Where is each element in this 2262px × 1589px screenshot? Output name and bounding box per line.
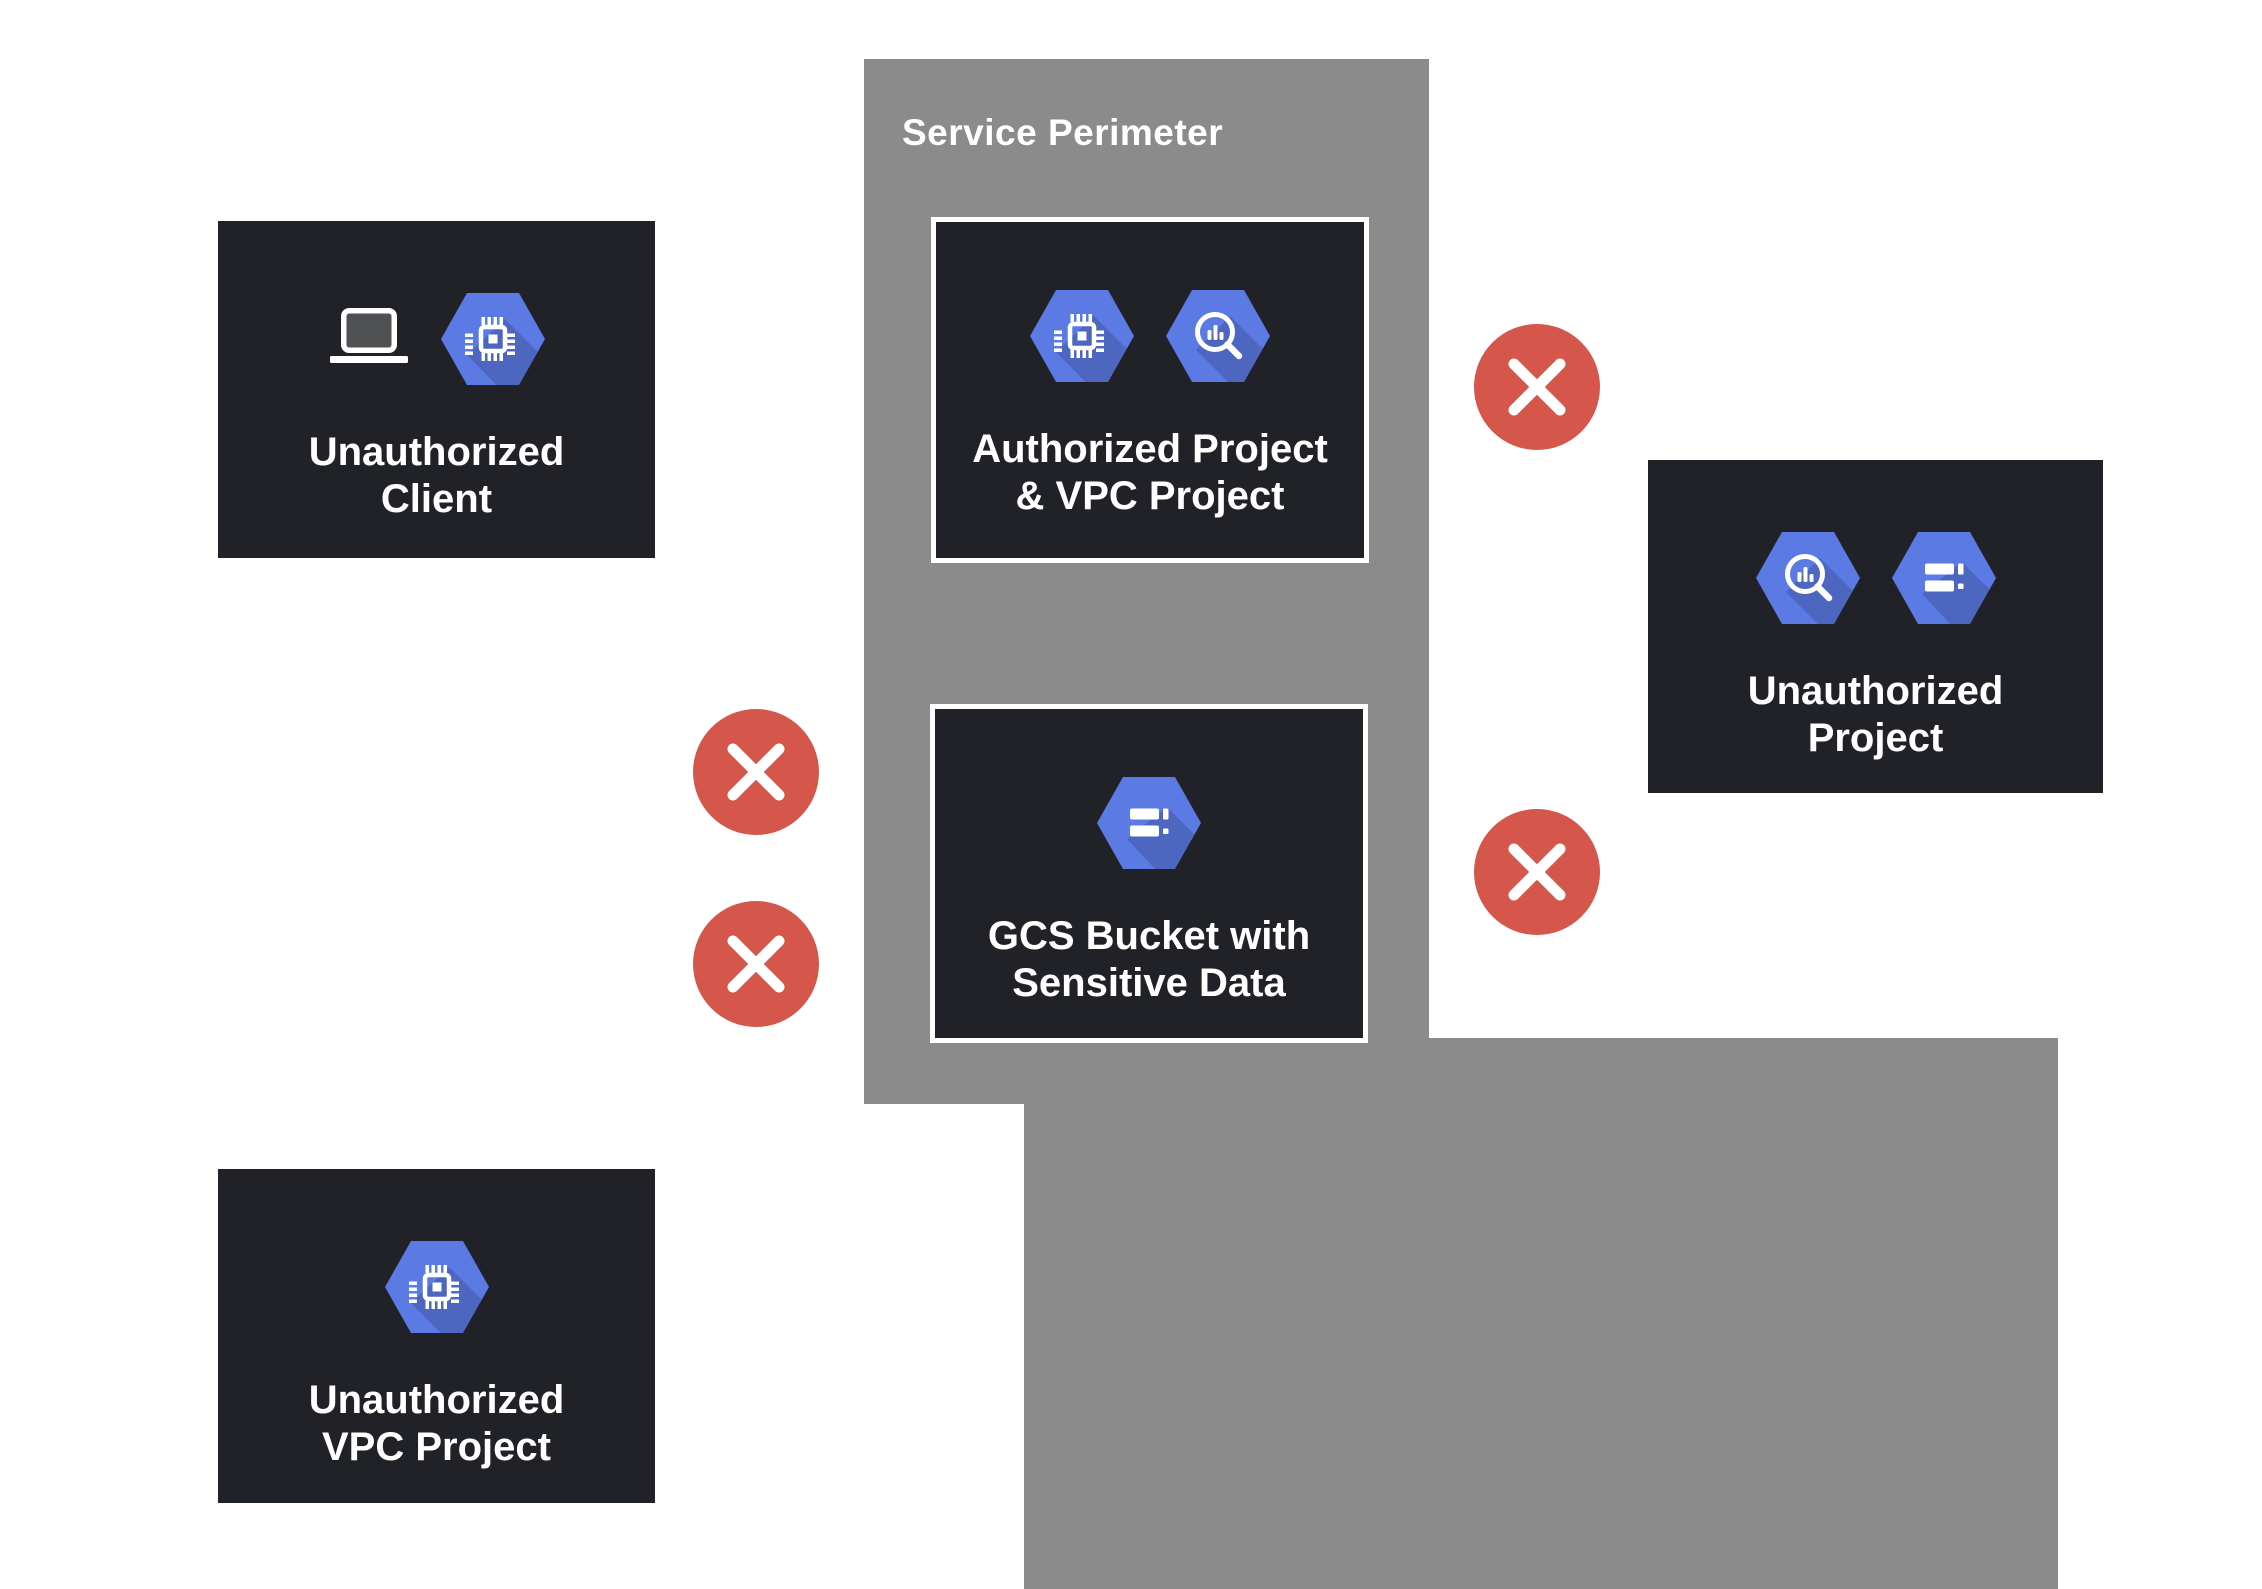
node-gcs-bucket: GCS Bucket with Sensitive Data — [930, 704, 1368, 1043]
node-label: Unauthorized VPC Project — [308, 1378, 565, 1469]
compute-engine-icon — [441, 293, 545, 385]
cloud-storage-icon — [1097, 777, 1201, 869]
blocked-x-icon — [693, 709, 819, 835]
node-label: Unauthorized Client — [308, 430, 565, 521]
node-unauthorized-client: Unauthorized Client — [218, 221, 655, 558]
node-icons — [1756, 532, 1996, 624]
node-icons — [329, 293, 545, 385]
compute-engine-icon — [385, 1241, 489, 1333]
service-perimeter-extension — [1024, 1038, 2058, 1589]
blocked-x-icon — [1474, 809, 1600, 935]
bigquery-icon — [1756, 532, 1860, 624]
node-label: Unauthorized Project — [1747, 669, 2004, 760]
laptop-icon — [329, 308, 409, 370]
service-perimeter-label: Service Perimeter — [902, 112, 1224, 153]
node-label: Authorized Project & VPC Project — [972, 427, 1328, 518]
node-unauthorized-vpc-project: Unauthorized VPC Project — [218, 1169, 655, 1503]
compute-engine-icon — [1030, 290, 1134, 382]
node-icons — [385, 1241, 489, 1333]
node-label: GCS Bucket with Sensitive Data — [987, 914, 1311, 1005]
bigquery-icon — [1166, 290, 1270, 382]
blocked-x-icon — [1474, 324, 1600, 450]
node-icons — [1097, 777, 1201, 869]
blocked-x-icon — [693, 901, 819, 1027]
node-authorized-project: Authorized Project & VPC Project — [931, 217, 1369, 563]
node-icons — [1030, 290, 1270, 382]
node-unauthorized-project: Unauthorized Project — [1648, 460, 2103, 793]
cloud-storage-icon — [1892, 532, 1996, 624]
